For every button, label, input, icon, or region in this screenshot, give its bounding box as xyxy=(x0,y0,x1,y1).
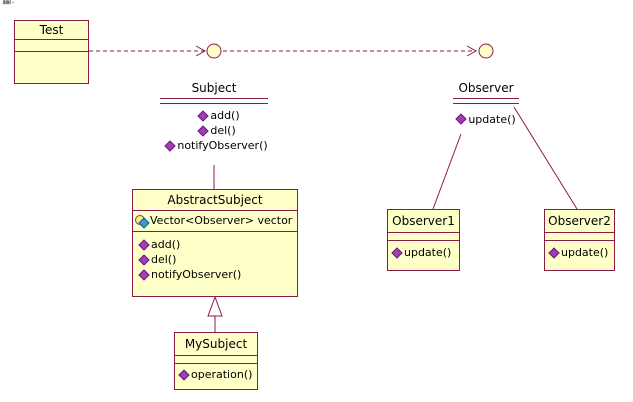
my-subject-attributes xyxy=(175,356,257,364)
generalization-arrowhead xyxy=(207,295,223,317)
method-icon xyxy=(138,268,150,281)
observer2-op-update: update() xyxy=(548,245,610,260)
observer1-attributes xyxy=(388,233,459,241)
subject-op-del-label: del() xyxy=(210,124,236,137)
abstract-subject-op-add-label: add() xyxy=(151,238,181,251)
observer1-name: Observer1 xyxy=(388,210,459,233)
method-icon xyxy=(197,109,210,122)
abstract-subject-attr-vector-label: Vector<Observer> vector xyxy=(150,214,293,227)
subject-op-del: del() xyxy=(160,123,267,138)
image-icon: ▦. xyxy=(2,0,15,6)
method-icon xyxy=(138,253,150,266)
subject-op-add-label: add() xyxy=(210,109,240,122)
observer1-op-update-label: update() xyxy=(404,246,452,259)
observer-interface-separator xyxy=(453,98,519,104)
observer2-attributes xyxy=(545,233,614,241)
subject-op-notify: notifyObserver() xyxy=(160,138,268,153)
abstract-subject-op-del-label: del() xyxy=(151,253,177,266)
abstract-subject-op-notify: notifyObserver() xyxy=(138,267,291,282)
my-subject-op-operation: operation() xyxy=(178,367,253,382)
method-icon xyxy=(391,246,403,259)
abstract-subject-op-notify-label: notifyObserver() xyxy=(151,268,242,281)
method-icon xyxy=(548,246,560,259)
test-class-name: Test xyxy=(15,21,88,40)
observer-interface-name: Observer xyxy=(458,81,514,95)
test-class[interactable]: Test xyxy=(14,20,89,84)
abstract-subject-op-del: del() xyxy=(138,252,291,267)
abstract-subject-operations: add() del() notifyObserver() xyxy=(133,232,297,287)
subject-interface[interactable]: Subject add() del() notifyObserver() xyxy=(160,80,268,154)
observer-operations: update() xyxy=(455,112,516,127)
subject-interface-separator xyxy=(160,98,268,104)
observer2-op-update-label: update() xyxy=(561,246,609,259)
abstract-subject-class[interactable]: AbstractSubject Vector<Observer> vector … xyxy=(132,189,298,297)
observer2-class[interactable]: Observer2 update() xyxy=(544,209,615,271)
abstract-subject-attr-vector: Vector<Observer> vector xyxy=(135,213,295,229)
test-attributes-compartment xyxy=(15,40,88,52)
observer2-name: Observer2 xyxy=(545,210,614,233)
subject-op-notify-label: notifyObserver() xyxy=(177,139,268,152)
observer2-operations: update() xyxy=(545,241,614,264)
method-icon xyxy=(197,124,210,137)
observer-op-update: update() xyxy=(455,112,516,127)
my-subject-operations: operation() xyxy=(175,364,257,385)
observer-interface[interactable]: Observer update() xyxy=(453,80,519,127)
method-icon xyxy=(178,368,190,381)
attribute-icon xyxy=(135,214,150,229)
subject-op-add: add() xyxy=(160,108,267,123)
observer-interface-circle xyxy=(478,43,494,59)
realization-observer2 xyxy=(513,106,578,210)
subject-interface-name: Subject xyxy=(191,81,237,95)
observer1-class[interactable]: Observer1 update() xyxy=(387,209,460,271)
my-subject-op-operation-label: operation() xyxy=(191,368,253,381)
method-icon xyxy=(455,113,467,125)
abstract-subject-name: AbstractSubject xyxy=(133,190,297,211)
my-subject-class[interactable]: MySubject operation() xyxy=(174,332,258,390)
realization-observer1 xyxy=(432,133,462,210)
abstract-subject-op-add: add() xyxy=(138,237,291,252)
method-icon xyxy=(138,238,150,251)
observer-op-update-label: update() xyxy=(468,112,516,126)
method-icon xyxy=(164,139,177,152)
subject-operations: add() del() notifyObserver() xyxy=(160,108,268,153)
my-subject-name: MySubject xyxy=(175,333,257,356)
subject-interface-circle xyxy=(206,43,222,59)
abstract-subject-attributes: Vector<Observer> vector xyxy=(133,211,297,232)
observer1-operations: update() xyxy=(388,241,459,264)
observer1-op-update: update() xyxy=(391,245,455,260)
